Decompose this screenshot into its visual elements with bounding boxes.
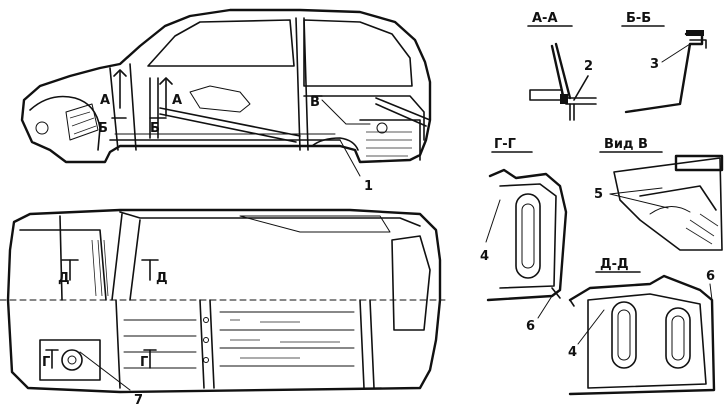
section-aa-drawing <box>529 42 597 121</box>
callout-3: 3 <box>650 57 659 72</box>
callout-6b: 6 <box>706 269 715 284</box>
section-marker-g-left: Г <box>42 355 50 370</box>
section-marker-d-left: Д <box>58 271 70 286</box>
car-side-view <box>20 8 432 177</box>
callout-4a: 4 <box>480 249 489 264</box>
section-marker-b-front: Б <box>98 121 108 136</box>
section-dd-drawing <box>568 274 716 396</box>
section-marker-g-right: Г <box>140 355 148 370</box>
view-marker-v: В <box>310 95 320 110</box>
section-marker-a-front: А <box>100 93 110 108</box>
callout-4b: 4 <box>568 345 577 360</box>
callout-1: 1 <box>364 179 373 194</box>
callout-7: 7 <box>134 393 143 408</box>
section-gg-drawing <box>485 168 568 302</box>
section-title-dd: Д-Д <box>600 257 629 272</box>
car-floor-view <box>0 208 446 394</box>
callout-2: 2 <box>584 59 593 74</box>
callout-5: 5 <box>594 187 603 202</box>
callout-6a: 6 <box>526 319 535 334</box>
section-title-bb: Б-Б <box>626 11 651 26</box>
view-title-v: Вид В <box>604 137 648 152</box>
section-marker-a-mid: А <box>172 93 182 108</box>
callout-6a-leader <box>537 295 553 319</box>
section-title-aa: А-А <box>532 11 558 26</box>
callout-6b-leader <box>709 283 713 301</box>
section-marker-d-right: Д <box>156 271 168 286</box>
callout-4b-leader <box>577 309 605 345</box>
view-v-drawing <box>609 154 724 251</box>
section-title-gg: Г-Г <box>494 137 516 152</box>
section-marker-b-mid: Б <box>150 121 160 136</box>
section-bb-drawing <box>624 30 707 114</box>
